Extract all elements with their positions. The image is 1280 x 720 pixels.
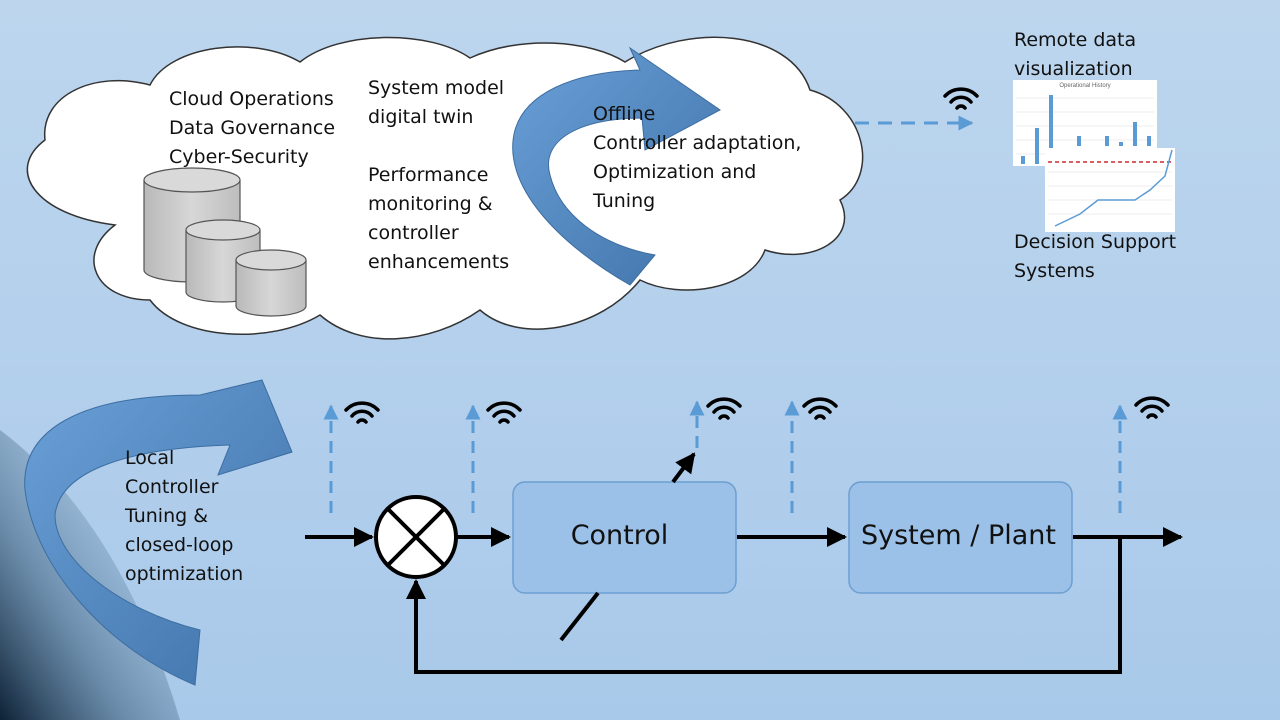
summing-junction-icon [374,495,458,579]
wifi-icon [1134,396,1170,419]
control-block [512,481,737,594]
wifi-icon [943,87,979,110]
plant-block [848,481,1073,594]
chart-thumbnail-title: Operational History [1059,83,1110,89]
telemetry-dashed-arrows [323,400,1128,513]
wifi-icon [486,401,522,424]
database-icon [143,167,307,317]
signal-lines [305,452,1183,674]
plant-block-label: System / Plant [861,520,1056,551]
local-loop-curved-arrow-icon [24,379,293,686]
wifi-icon [706,397,742,420]
wifi-icon [344,401,380,424]
control-block-label: Control [570,520,669,551]
wifi-icon [802,397,838,420]
decision-support-chart-thumbnail [1045,148,1175,232]
curved-arrow-icon [512,46,721,286]
